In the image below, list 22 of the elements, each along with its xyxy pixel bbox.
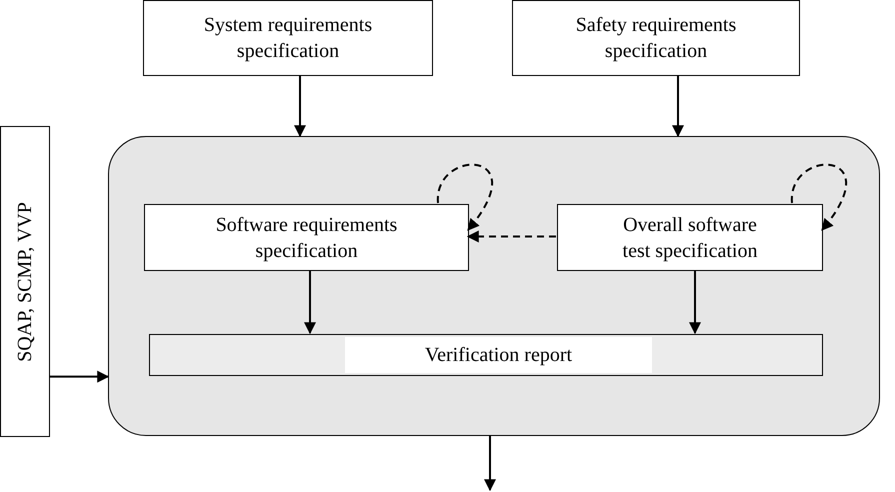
arrow (484, 436, 496, 492)
box-label: Safety requirements specification (574, 13, 738, 64)
arrow (50, 370, 110, 383)
box-label: Software requirements specification (214, 212, 398, 264)
document-box (512, 0, 800, 76)
box-label: SQAP, SCMP, VVP (13, 202, 37, 362)
arrow (294, 76, 306, 138)
document-box (144, 204, 469, 271)
document-box (557, 204, 823, 271)
document-box (143, 0, 433, 76)
box-label: Verification report (345, 337, 652, 373)
arrow (672, 76, 684, 138)
arrow (689, 270, 701, 334)
arrow (304, 270, 316, 334)
box-label: Overall software test specification (622, 212, 758, 264)
report-bar (149, 334, 823, 376)
process-container (108, 136, 880, 436)
arrow (437, 164, 494, 231)
arrow (466, 230, 556, 242)
box-label: System requirements specification (202, 13, 374, 64)
input-box (0, 126, 50, 437)
arrow (791, 164, 848, 231)
